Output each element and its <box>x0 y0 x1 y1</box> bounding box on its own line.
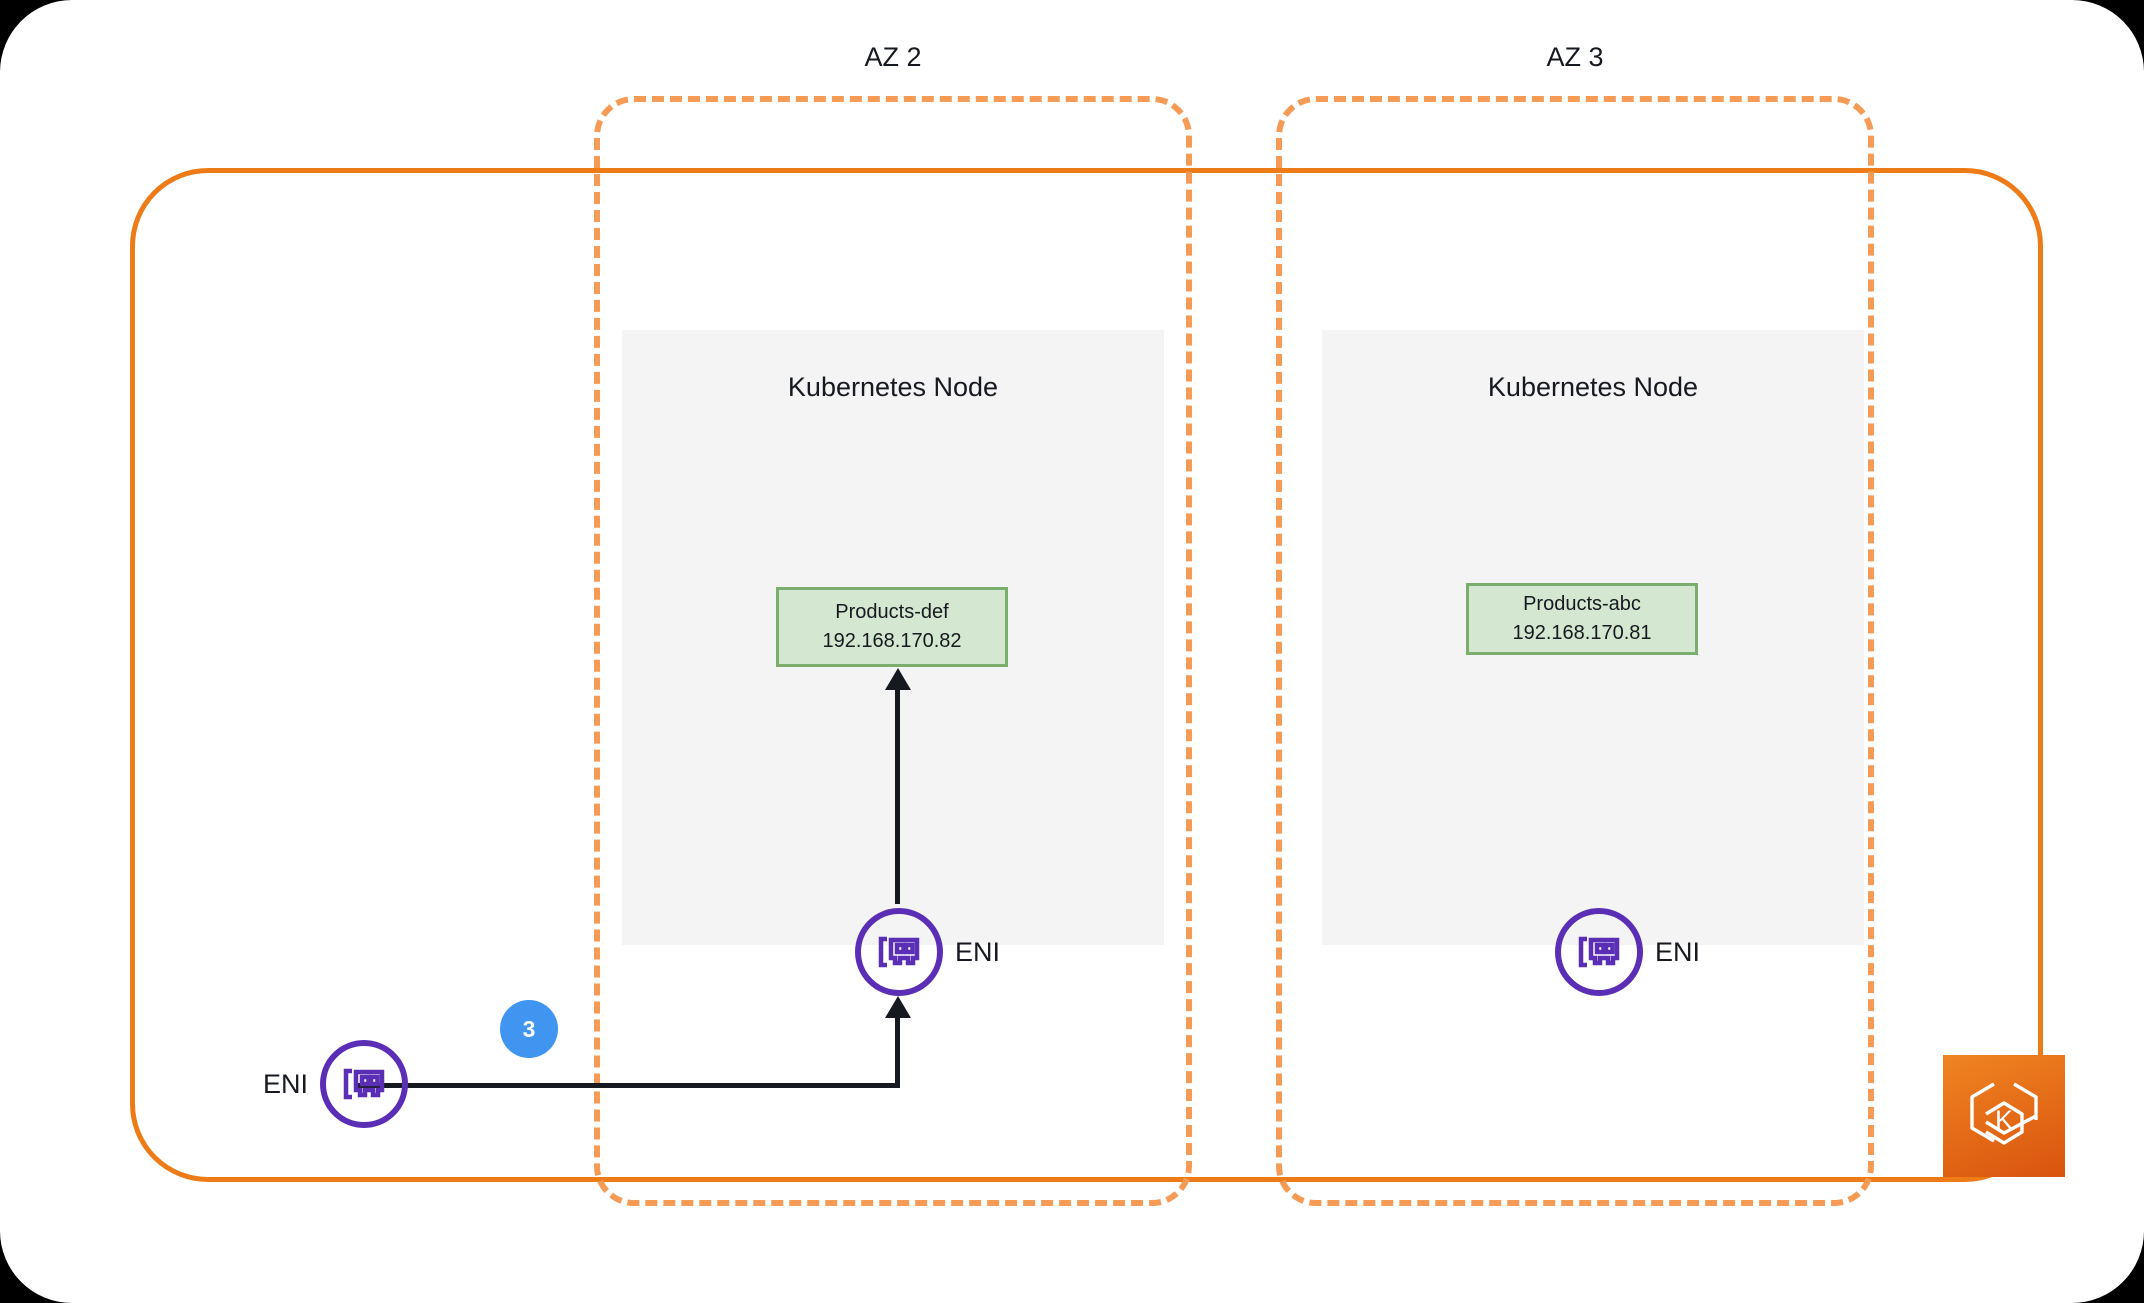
pod-name: Products-def <box>835 601 949 623</box>
arrowhead-to-pod <box>885 668 911 690</box>
pod-name: Products-abc <box>1523 593 1641 615</box>
connector-vertical-to-pod <box>895 682 900 904</box>
kubernetes-node-title: Kubernetes Node <box>1487 372 1699 402</box>
step-badge-3: 3 <box>500 1000 558 1058</box>
eni-label: ENI <box>1655 936 1701 967</box>
network-interface-card-icon <box>855 908 943 996</box>
eks-logo-icon: K <box>1943 1055 2065 1177</box>
eni-label: ENI <box>263 1068 309 1099</box>
pod-ip: 192.168.170.81 <box>1512 622 1652 644</box>
connector-vertical-to-eni <box>895 1010 900 1085</box>
pod-products-def: Products-def 192.168.170.82 <box>776 587 1008 667</box>
az-label-2: AZ 2 <box>864 42 922 72</box>
eni-vpc-bottom-left: ENI <box>263 1040 409 1128</box>
vpc-boundary <box>130 168 2043 1182</box>
az-boundary-2 <box>594 96 1192 1206</box>
network-interface-card-icon <box>1555 908 1643 996</box>
pod-ip: 192.168.170.82 <box>822 630 962 652</box>
eni-az2-node: ENI <box>855 908 1000 996</box>
eni-az3-node: ENI <box>1555 908 1700 996</box>
arrowhead-to-eni <box>885 996 911 1018</box>
connector-horizontal <box>357 1083 900 1088</box>
eni-label: ENI <box>955 936 1001 967</box>
kubernetes-node-title: Kubernetes Node <box>787 372 999 402</box>
pod-products-abc: Products-abc 192.168.170.81 <box>1466 583 1698 655</box>
svg-text:K: K <box>1995 1105 2013 1135</box>
az-boundary-3 <box>1276 96 1874 1206</box>
az-label-3: AZ 3 <box>1546 42 1604 72</box>
network-interface-card-icon <box>320 1040 409 1128</box>
